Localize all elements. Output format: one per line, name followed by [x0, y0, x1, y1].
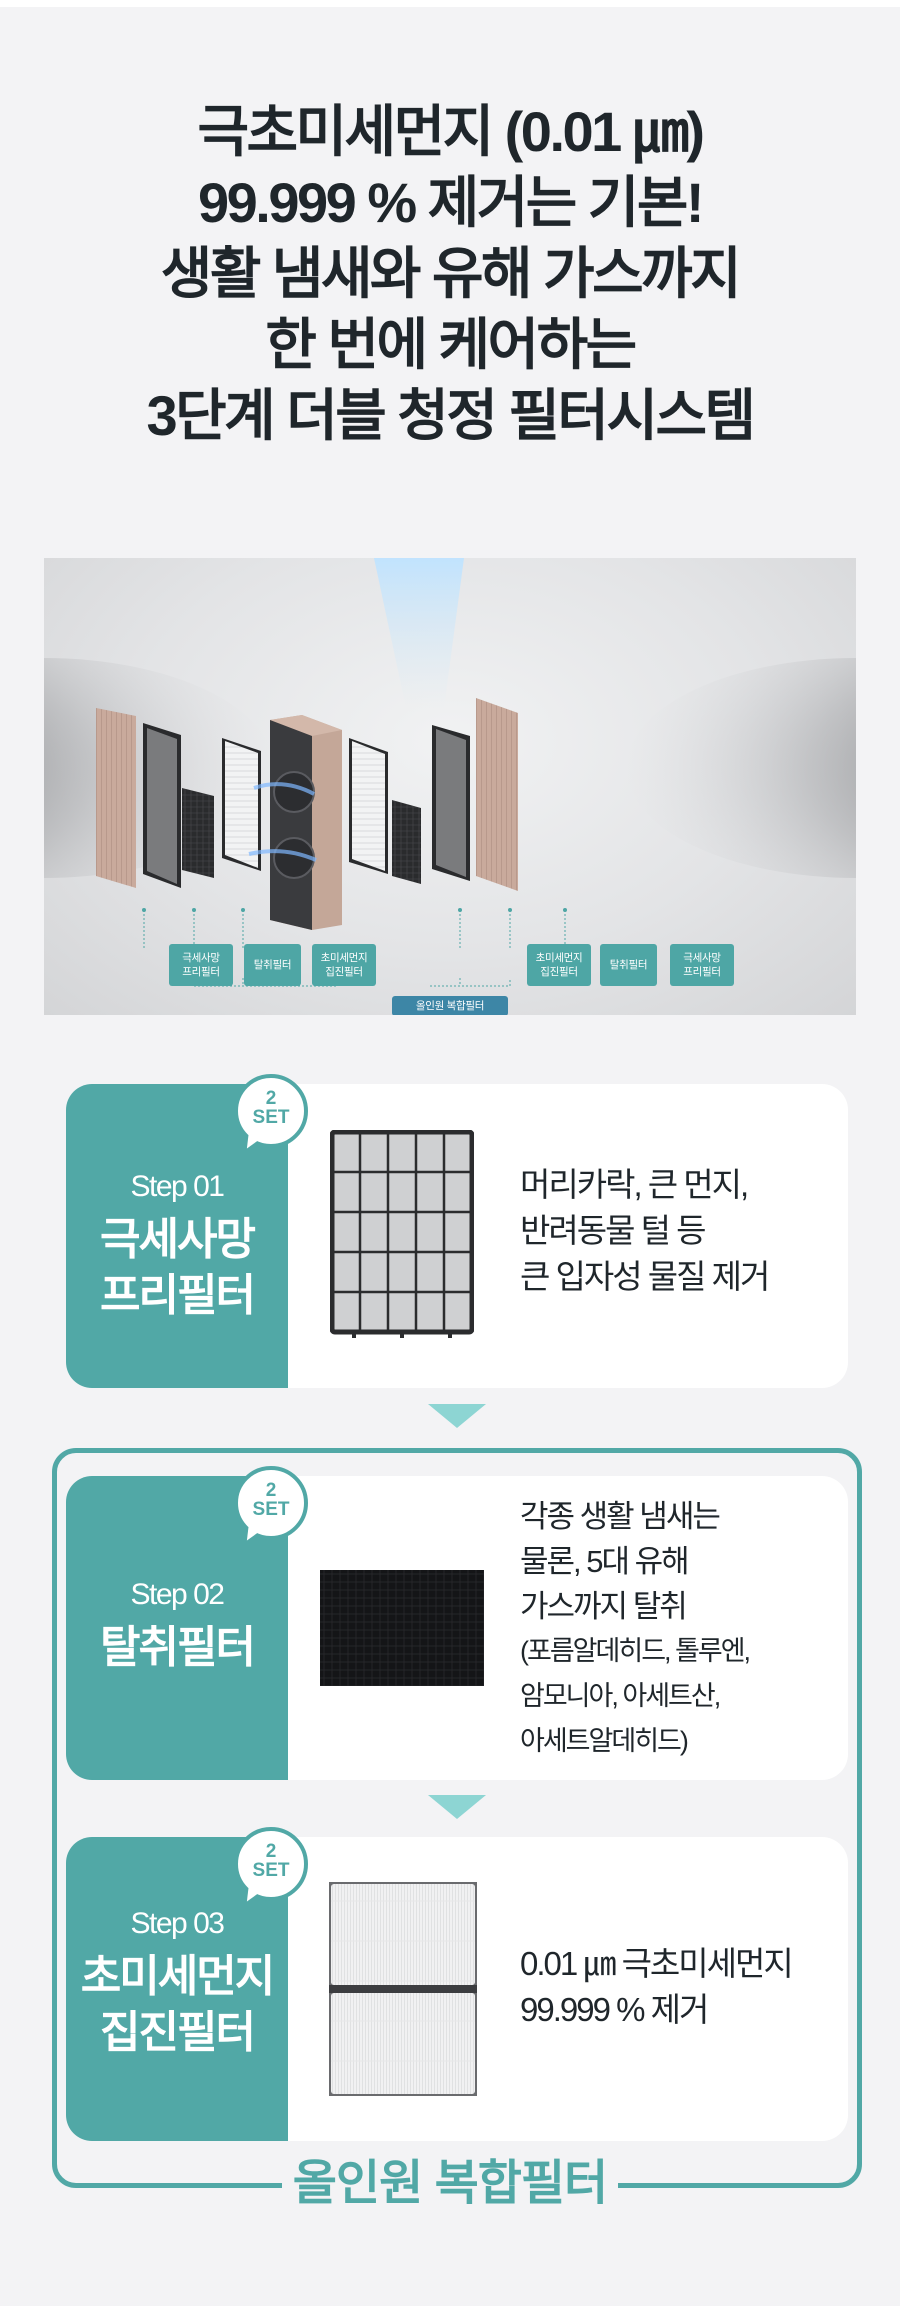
bracket-gap	[282, 2170, 618, 2200]
step-description-line: 암모니아, 아세트산,	[520, 1681, 721, 1711]
step-description-line: 머리카락, 큰 먼지,	[520, 1166, 749, 1203]
hero-label-prefilter-right: 극세사망 프리필터	[670, 944, 734, 986]
step-panel: Step 01 극세사망 프리필터	[66, 1084, 288, 1388]
set-badge-unit: SET	[252, 1860, 290, 1881]
top-strip	[0, 0, 900, 7]
step-filter-name: 초미세먼지 집진필터	[66, 1949, 288, 2061]
set-badge-count: 2	[265, 1088, 277, 1109]
step-number: Step 01	[130, 1170, 225, 1203]
headline-line: 생활 냄새와 유해 가스까지	[160, 242, 742, 305]
step-filter-name-line: 탈취필터	[100, 1623, 256, 1672]
step-description-line: 각종 생활 냄새는	[520, 1499, 721, 1534]
hero-label-all-in-one: 올인원 복합필터	[392, 996, 508, 1015]
filter-exploded-view-image: 극세사망 프리필터 탈취필터 초미세먼지 집진필터 초미세먼지 집진필터 탈취필…	[44, 558, 856, 1015]
step-card-01: Step 01 극세사망 프리필터 2 SET 머리카락, 큰 먼지, 반려동물…	[66, 1074, 848, 1388]
carbon-deodorizing-filter-icon	[320, 1570, 484, 1686]
hero-label-hepa-left: 초미세먼지 집진필터	[312, 944, 376, 986]
step-description: 머리카락, 큰 먼지, 반려동물 털 등 큰 입자성 물질 제거	[520, 1162, 770, 1300]
set-badge: 2 SET	[234, 1074, 308, 1153]
headline-line: 한 번에 케어하는	[265, 313, 637, 376]
step-filter-name: 극세사망 프리필터	[66, 1212, 288, 1324]
step-card-03: Step 03 초미세먼지 집진필터 2 SET 0.01 ㎛ 극초미세먼지 9…	[66, 1827, 848, 2141]
step-card-02: Step 02 탈취필터 2 SET 각종 생활 냄새는 물론, 5대 유해 가…	[66, 1466, 848, 1780]
all-in-one-title: 올인원 복합필터	[292, 2157, 608, 2210]
set-badge-count: 2	[265, 1841, 277, 1862]
step-description-line: 반려동물 털 등	[520, 1212, 707, 1249]
hero-label-deodorizing-left: 탈취필터	[244, 944, 301, 986]
hepa-dust-filter-icon	[329, 1882, 477, 2096]
step-number: Step 02	[130, 1578, 225, 1611]
down-arrow-icon	[428, 1404, 486, 1428]
headline: 극초미세먼지 (0.01 ㎛) 99.999 % 제거는 기본! 생활 냄새와 …	[0, 96, 900, 451]
step-filter-name-line: 극세사망	[100, 1215, 256, 1264]
hero-label-deodorizing-right: 탈취필터	[600, 944, 657, 986]
down-arrow-icon	[428, 1795, 486, 1819]
mesh-prefilter-icon	[330, 1130, 474, 1338]
hero-label-prefilter-left: 극세사망 프리필터	[169, 944, 233, 986]
set-badge-unit: SET	[252, 1499, 290, 1520]
step-description: 0.01 ㎛ 극초미세먼지 99.999 % 제거	[520, 1941, 794, 2033]
set-badge: 2 SET	[234, 1466, 308, 1545]
step-description-line: 0.01 ㎛ 극초미세먼지	[520, 1945, 794, 1982]
hero-label-hepa-right: 초미세먼지 집진필터	[527, 944, 591, 986]
set-badge: 2 SET	[234, 1827, 308, 1906]
step-description-line: 물론, 5대 유해	[520, 1544, 690, 1579]
step-filter-name-line: 초미세먼지	[80, 1952, 275, 2001]
step-description-line: 아세트알데히드)	[520, 1726, 689, 1756]
step-number: Step 03	[130, 1907, 225, 1940]
step-description-line: 가스까지 탈취	[520, 1589, 688, 1624]
step-description-line: 큰 입자성 물질 제거	[520, 1258, 770, 1295]
step-filter-name-line: 프리필터	[100, 1271, 256, 1320]
step-description-line: 99.999 % 제거	[520, 1991, 709, 2028]
step-filter-name-line: 집진필터	[100, 2008, 256, 2057]
headline-line: 99.999 % 제거는 기본!	[198, 171, 705, 234]
set-badge-count: 2	[265, 1480, 277, 1501]
set-badge-unit: SET	[252, 1107, 290, 1128]
step-description-line: (포름알데히드, 톨루엔,	[520, 1636, 751, 1666]
headline-line: 3단계 더블 청정 필터시스템	[146, 384, 756, 447]
headline-line: 극초미세먼지 (0.01 ㎛)	[197, 100, 705, 163]
step-filter-name: 탈취필터	[66, 1620, 288, 1676]
purifier-exploded-illustration	[44, 558, 856, 987]
step-description: 각종 생활 냄새는 물론, 5대 유해 가스까지 탈취 (포름알데히드, 톨루엔…	[520, 1494, 751, 1764]
